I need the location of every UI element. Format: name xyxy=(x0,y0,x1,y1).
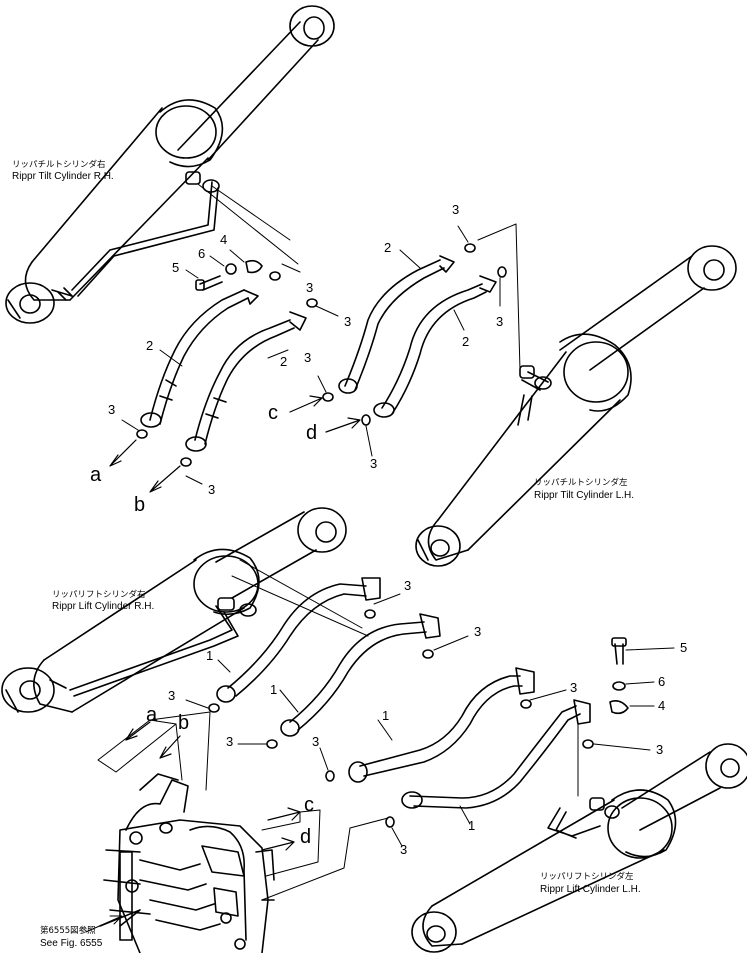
callout-4: 4 xyxy=(658,698,666,713)
callout-4: 4 xyxy=(220,232,228,247)
callout-1: 1 xyxy=(468,818,476,833)
clamp-bolt-set-lower xyxy=(609,637,629,715)
callout-3: 3 xyxy=(370,456,378,471)
callout-3: 3 xyxy=(304,350,312,365)
tilt-rh-en-label: Rippr Tilt Cylinder R.H. xyxy=(12,171,114,182)
lift-hoses xyxy=(216,577,591,809)
see-fig-en-label: See Fig. 6555 xyxy=(40,938,103,949)
callout-3: 3 xyxy=(496,314,504,329)
callout-1: 1 xyxy=(270,682,278,697)
tilt-hoses xyxy=(140,255,497,452)
callout-5: 5 xyxy=(172,260,180,275)
callout-6: 6 xyxy=(198,246,206,261)
letter-b: b xyxy=(178,712,190,734)
lift-rh-jp-label: リッパリフトシリンダ右 xyxy=(52,590,146,600)
letter-d: d xyxy=(300,826,312,848)
callout-3: 3 xyxy=(656,742,664,757)
letter-c: c xyxy=(304,794,314,816)
leaders-upper xyxy=(121,225,501,485)
callout-3: 3 xyxy=(400,842,408,857)
tilt-lh-en-label: Rippr Tilt Cylinder L.H. xyxy=(534,490,635,501)
callout-3: 3 xyxy=(404,578,412,593)
lift-cylinder-rh xyxy=(1,507,347,713)
callout-1: 1 xyxy=(206,648,214,663)
see-fig-jp-label: 第6555図参照 xyxy=(40,926,96,936)
callout-5: 5 xyxy=(680,640,688,655)
letter-a: a xyxy=(146,704,158,726)
callout-3: 3 xyxy=(452,202,460,217)
arrows-upper xyxy=(109,395,361,493)
lift-lh-jp-label: リッパリフトシリンダ左 xyxy=(540,872,634,882)
callout-3: 3 xyxy=(474,624,482,639)
tilt-lh-jp-label: リッパチルトシリンダ左 xyxy=(534,478,628,488)
callout-3: 3 xyxy=(168,688,176,703)
callout-2: 2 xyxy=(462,334,470,349)
callout-3: 3 xyxy=(344,314,352,329)
letter-d: d xyxy=(306,422,318,444)
arrows-lower xyxy=(125,721,301,851)
lift-rh-en-label: Rippr Lift Cylinder R.H. xyxy=(52,601,155,612)
callout-3: 3 xyxy=(226,734,234,749)
letter-c: c xyxy=(268,402,278,424)
callout-3: 3 xyxy=(312,734,320,749)
callout-3: 3 xyxy=(208,482,216,497)
callout-6: 6 xyxy=(658,674,666,689)
callout-2: 2 xyxy=(384,240,392,255)
o-rings-lower xyxy=(208,609,594,828)
letter-b: b xyxy=(134,494,146,516)
o-rings-upper xyxy=(136,243,507,467)
clamp-bolt-set-upper xyxy=(195,259,263,291)
lift-cylinder-lh xyxy=(411,743,747,953)
callout-2: 2 xyxy=(146,338,154,353)
callout-1: 1 xyxy=(382,708,390,723)
tilt-cylinder-rh xyxy=(5,5,335,324)
callout-2: 2 xyxy=(280,354,288,369)
control-valve xyxy=(99,773,275,953)
callout-3: 3 xyxy=(108,402,116,417)
leaders-lower xyxy=(185,593,675,847)
tilt-cylinder-lh xyxy=(415,245,737,567)
letter-a: a xyxy=(90,464,102,486)
callout-3: 3 xyxy=(306,280,314,295)
lift-lh-en-label: Rippr Lift Cylinder L.H. xyxy=(540,884,641,895)
callout-3: 3 xyxy=(570,680,578,695)
tilt-rh-jp-label: リッパチルトシリンダ右 xyxy=(12,160,106,170)
